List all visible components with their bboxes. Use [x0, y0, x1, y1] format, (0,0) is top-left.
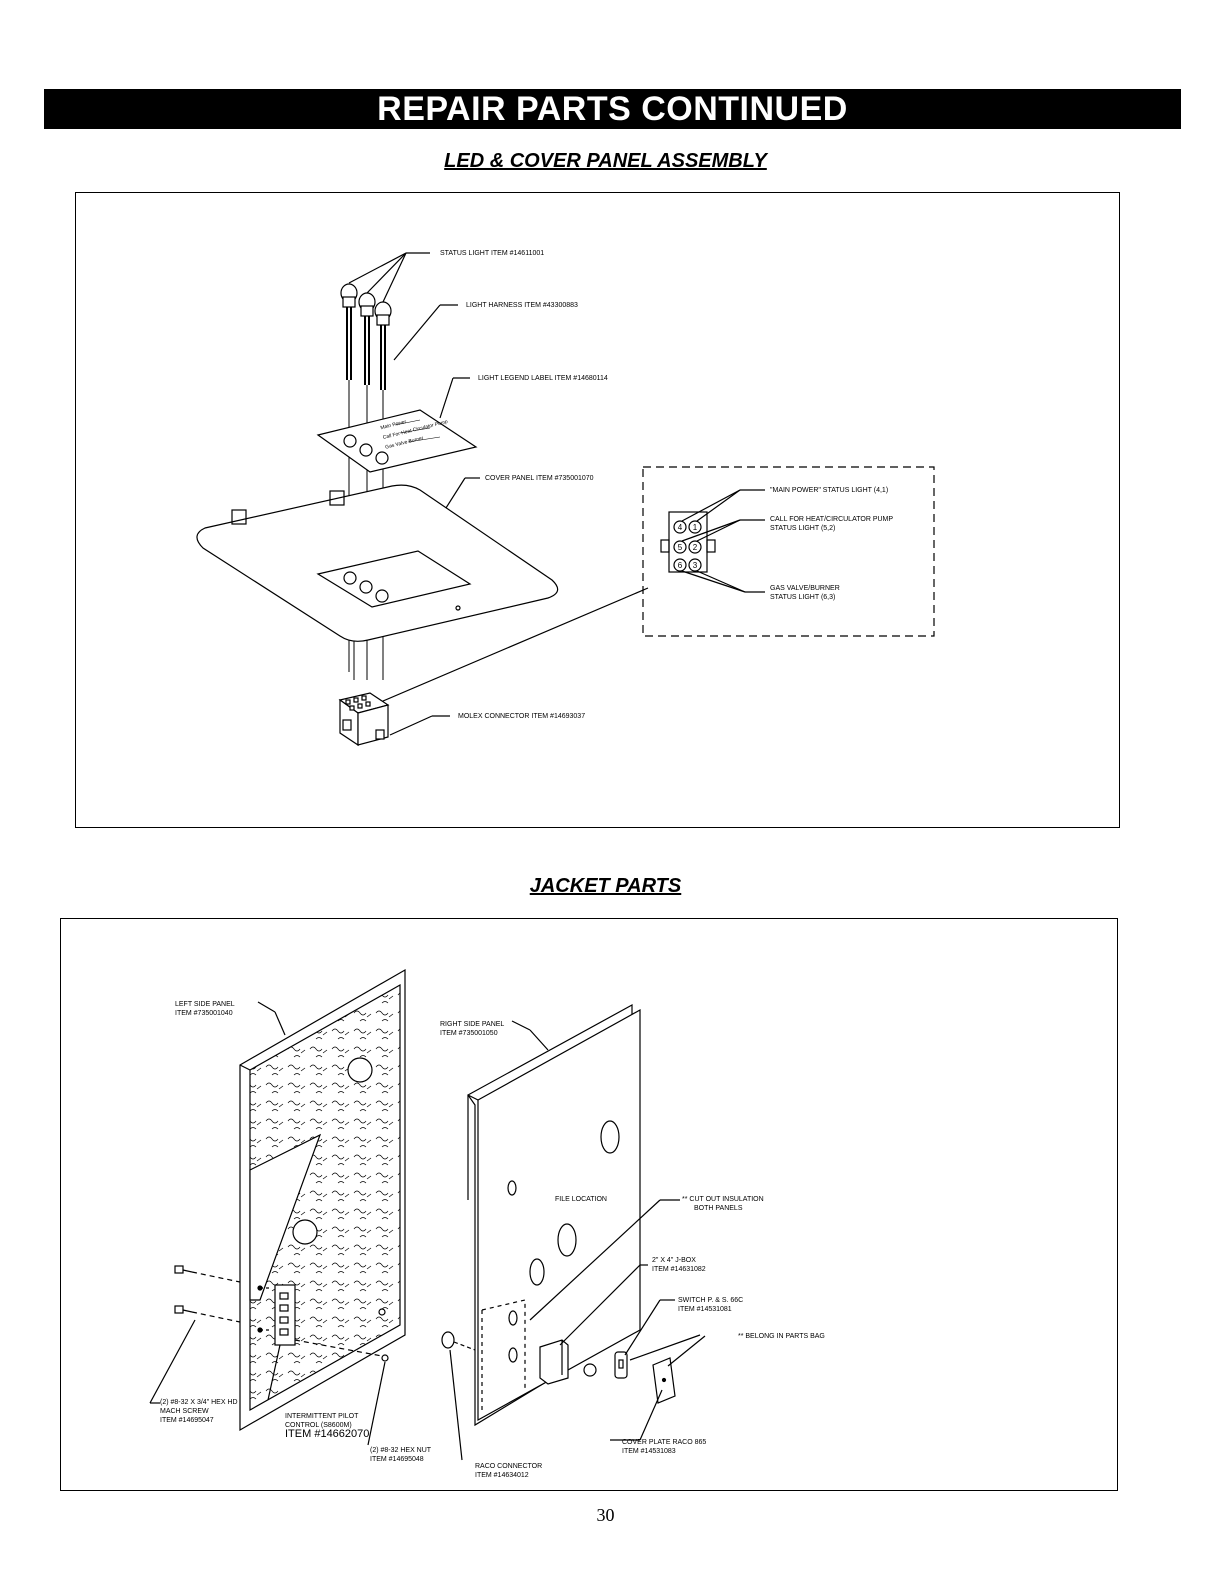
page-banner: REPAIR PARTS CONTINUED [44, 89, 1181, 129]
pilot-control-line2: CONTROL (S8600M) [285, 1422, 352, 1429]
status-light-label: STATUS LIGHT ITEM #14611001 [440, 250, 545, 257]
hex-screw-label: (2) #8-32 X 3/4" HEX HD MACH SCREW ITEM … [160, 1398, 238, 1425]
switch-line1: SWITCH P. & S. 66C [678, 1297, 744, 1304]
left-side-panel-line2: ITEM #735001040 [175, 1010, 233, 1017]
cut-out-insulation-label: ** CUT OUT INSULATION BOTH PANELS [682, 1195, 764, 1213]
raco-connector-label: RACO CONNECTOR ITEM #14634012 [475, 1462, 542, 1480]
pilot-control-line1: INTERMITTENT PILOT [285, 1413, 359, 1420]
switch-label: SWITCH P. & S. 66C ITEM #14531081 [678, 1296, 743, 1314]
cover-panel-label: COVER PANEL ITEM #735001070 [485, 475, 594, 482]
gas-valve-line2: STATUS LIGHT (6,3) [770, 594, 836, 601]
file-location-label: FILE LOCATION [555, 1196, 607, 1203]
cover-plate-label: COVER PLATE RACO 865 ITEM #14531083 [622, 1438, 706, 1456]
jacket-section-title: JACKET PARTS [529, 875, 682, 897]
left-side-panel-line1: LEFT SIDE PANEL [175, 1001, 235, 1008]
j-box-line1: 2" X 4" J-BOX [652, 1257, 696, 1264]
raco-connector-line2: ITEM #14634012 [475, 1472, 529, 1479]
pilot-control-label: INTERMITTENT PILOT CONTROL (S8600M) ITEM… [285, 1412, 370, 1440]
led-diagram-frame [75, 192, 1120, 828]
hex-nut-line1: (2) #8-32 HEX NUT [370, 1447, 432, 1454]
hex-nut-label: (2) #8-32 HEX NUT ITEM #14695048 [370, 1446, 431, 1464]
hex-screw-line1: (2) #8-32 X 3/4" HEX HD [160, 1399, 238, 1406]
page-number: 30 [596, 1505, 615, 1525]
cut-out-line2: BOTH PANELS [694, 1205, 743, 1212]
gas-valve-label: GAS VALVE/BURNER STATUS LIGHT (6,3) [770, 584, 840, 602]
light-harness-label: LIGHT HARNESS ITEM #43300883 [466, 302, 578, 309]
light-legend-label-text: LIGHT LEGEND LABEL ITEM #14680114 [478, 375, 608, 382]
hex-nut-line2: ITEM #14695048 [370, 1456, 424, 1463]
hex-screw-line2: MACH SCREW [160, 1408, 209, 1415]
parts-bag-label: ** BELONG IN PARTS BAG [738, 1333, 825, 1340]
cover-plate-line2: ITEM #14531083 [622, 1448, 676, 1455]
right-side-panel-line2: ITEM #735001050 [440, 1030, 498, 1037]
cover-plate-line1: COVER PLATE RACO 865 [622, 1439, 707, 1446]
call-for-heat-label: CALL FOR HEAT/CIRCULATOR PUMP STATUS LIG… [770, 515, 893, 533]
j-box-line2: ITEM #14631082 [652, 1266, 706, 1273]
left-side-panel-label: LEFT SIDE PANEL ITEM #735001040 [175, 1000, 235, 1018]
j-box-label: 2" X 4" J-BOX ITEM #14631082 [652, 1256, 706, 1274]
main-power-label: "MAIN POWER" STATUS LIGHT (4,1) [770, 487, 889, 494]
right-side-panel-label: RIGHT SIDE PANEL ITEM #735001050 [440, 1020, 504, 1038]
call-for-heat-line1: CALL FOR HEAT/CIRCULATOR PUMP [770, 516, 894, 523]
switch-line2: ITEM #14531081 [678, 1306, 732, 1313]
call-for-heat-line2: STATUS LIGHT (5,2) [770, 525, 836, 532]
hex-screw-line3: ITEM #14695047 [160, 1417, 214, 1424]
led-section-title: LED & COVER PANEL ASSEMBLY [444, 150, 767, 172]
pilot-control-line3: ITEM #14662070 [285, 1428, 370, 1440]
molex-connector-label: MOLEX CONNECTOR ITEM #14693037 [458, 713, 586, 720]
gas-valve-line1: GAS VALVE/BURNER [770, 585, 840, 592]
right-side-panel-line1: RIGHT SIDE PANEL [440, 1021, 505, 1028]
jacket-diagram-frame [60, 918, 1118, 1491]
cut-out-line1: ** CUT OUT INSULATION [682, 1196, 764, 1203]
raco-connector-line1: RACO CONNECTOR [475, 1463, 543, 1470]
